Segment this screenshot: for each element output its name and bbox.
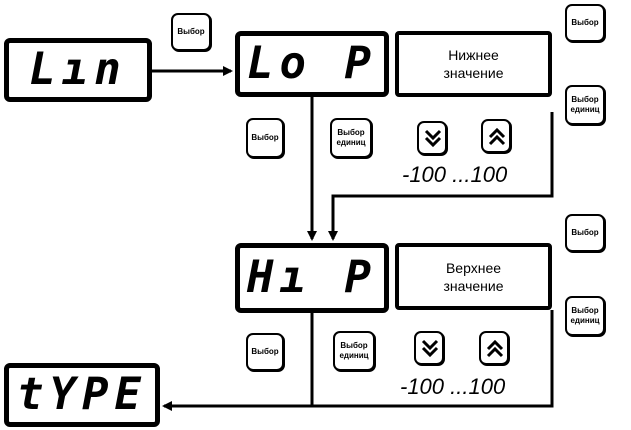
- panel-lower-line2: значение: [443, 65, 504, 81]
- select-button-right-mid[interactable]: Выбор: [565, 214, 605, 252]
- arrow-to-type: [162, 310, 554, 411]
- select-button-lop[interactable]: Выбор: [246, 118, 284, 158]
- panel-lower-line1: Нижнее: [448, 47, 499, 63]
- select-units-button-right-bottom[interactable]: Выбор единиц: [565, 296, 605, 336]
- select-units-button-hip[interactable]: Выбор единиц: [333, 331, 375, 371]
- down-button-upper[interactable]: [414, 331, 444, 365]
- double-chevron-up-icon: [488, 127, 506, 146]
- select-units-button-lop[interactable]: Выбор единиц: [330, 118, 372, 158]
- display-hip-text: Hı P: [247, 252, 377, 303]
- display-lop-text: Lo P: [247, 38, 377, 89]
- display-type-text: tYPE: [17, 369, 147, 420]
- panel-upper-value: Верхнее значение: [395, 243, 552, 310]
- range-lower: -100 ...100: [402, 162, 508, 187]
- panel-upper-line1: Верхнее: [445, 259, 502, 276]
- panel-upper-line2: значение: [443, 277, 504, 294]
- down-button-lower[interactable]: [417, 121, 447, 155]
- display-hip: Hı P: [235, 243, 389, 313]
- double-chevron-down-icon: [421, 339, 439, 358]
- range-upper: -100 ...100: [400, 374, 506, 399]
- select-button-top[interactable]: Выбор: [171, 13, 211, 51]
- display-type: tYPE: [4, 363, 160, 427]
- arrow-lower-return: [328, 112, 554, 241]
- display-lin: Lın: [4, 38, 152, 102]
- display-lop: Lo P: [235, 31, 389, 97]
- double-chevron-down-icon: [424, 129, 442, 148]
- up-button-lower[interactable]: [481, 119, 511, 153]
- select-units-button-right-top[interactable]: Выбор единиц: [565, 85, 605, 125]
- select-button-hip[interactable]: Выбор: [246, 333, 284, 371]
- up-button-upper[interactable]: [479, 331, 509, 365]
- double-chevron-up-icon: [486, 339, 504, 358]
- panel-lower-value: Нижнее значение: [395, 31, 552, 97]
- display-lin-text: Lın: [29, 44, 127, 95]
- select-button-right-top[interactable]: Выбор: [565, 4, 605, 42]
